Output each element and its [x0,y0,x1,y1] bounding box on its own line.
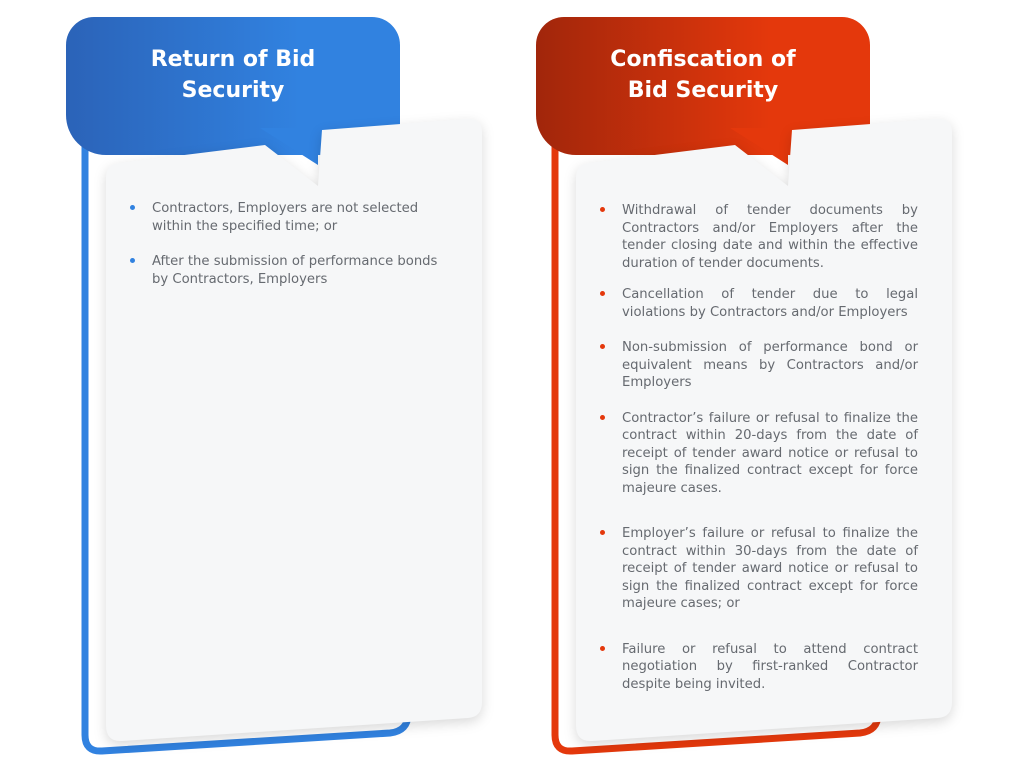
panel-content: Contractors, Employers are not selected … [128,200,446,288]
list-item-text: Contractor’s failure or refusal to final… [622,410,918,496]
bullet-list: Contractors, Employers are not selected … [128,200,446,288]
content-card [576,118,952,742]
bullet-icon [600,645,605,651]
bullet-icon [130,258,135,263]
list-item-text: Withdrawal of tender documents by Contra… [622,203,918,271]
list-item: Non-submission of performance bond or eq… [598,339,918,392]
bullet-icon [600,344,605,349]
content-card [106,118,482,742]
bullet-icon [600,414,605,420]
list-item: Contractors, Employers are not selected … [128,200,446,235]
panel-content: Withdrawal of tender documents by Contra… [598,202,918,693]
list-item-text: Failure or refusal to attend contract ne… [622,641,918,692]
panel-title-line-2: Security [181,78,285,103]
panel-title: Return of Bid Security [118,44,348,106]
panel-header: Confiscation of Bid Security [536,17,870,155]
list-item-text: Non-submission of performance bond or eq… [622,340,918,390]
return-of-bid-security-panel: Return of Bid Security Contractors, Empl… [60,0,530,783]
speech-bubble-tail [730,128,788,165]
speech-bubble-tail [260,128,318,165]
list-item: After the submission of performance bond… [128,253,446,288]
list-item-text: Contractors, Employers are not selected … [152,201,419,234]
list-item: Withdrawal of tender documents by Contra… [598,202,918,272]
list-item-text: Cancellation of tender due to legal viol… [622,287,918,320]
panel-title-line-1: Return of Bid [150,47,316,72]
bullet-icon [600,291,605,296]
list-item: Employer’s failure or refusal to finaliz… [598,525,918,613]
panel-title-line-2: Bid Security [627,78,779,103]
list-item: Cancellation of tender due to legal viol… [598,286,918,321]
bullet-list: Withdrawal of tender documents by Contra… [598,202,918,693]
bullet-icon [600,207,605,212]
list-item-text: Employer’s failure or refusal to finaliz… [622,526,918,611]
bullet-icon [600,530,605,535]
list-item: Contractor’s failure or refusal to final… [598,410,918,498]
bullet-icon [130,205,135,210]
list-item: Failure or refusal to attend contract ne… [598,641,918,694]
panel-title: Confiscation of Bid Security [588,44,818,106]
confiscation-of-bid-security-panel: Confiscation of Bid Security Withdrawal … [530,0,1000,783]
list-item-text: After the submission of performance bond… [152,254,438,287]
panel-title-line-1: Confiscation of [610,47,796,72]
